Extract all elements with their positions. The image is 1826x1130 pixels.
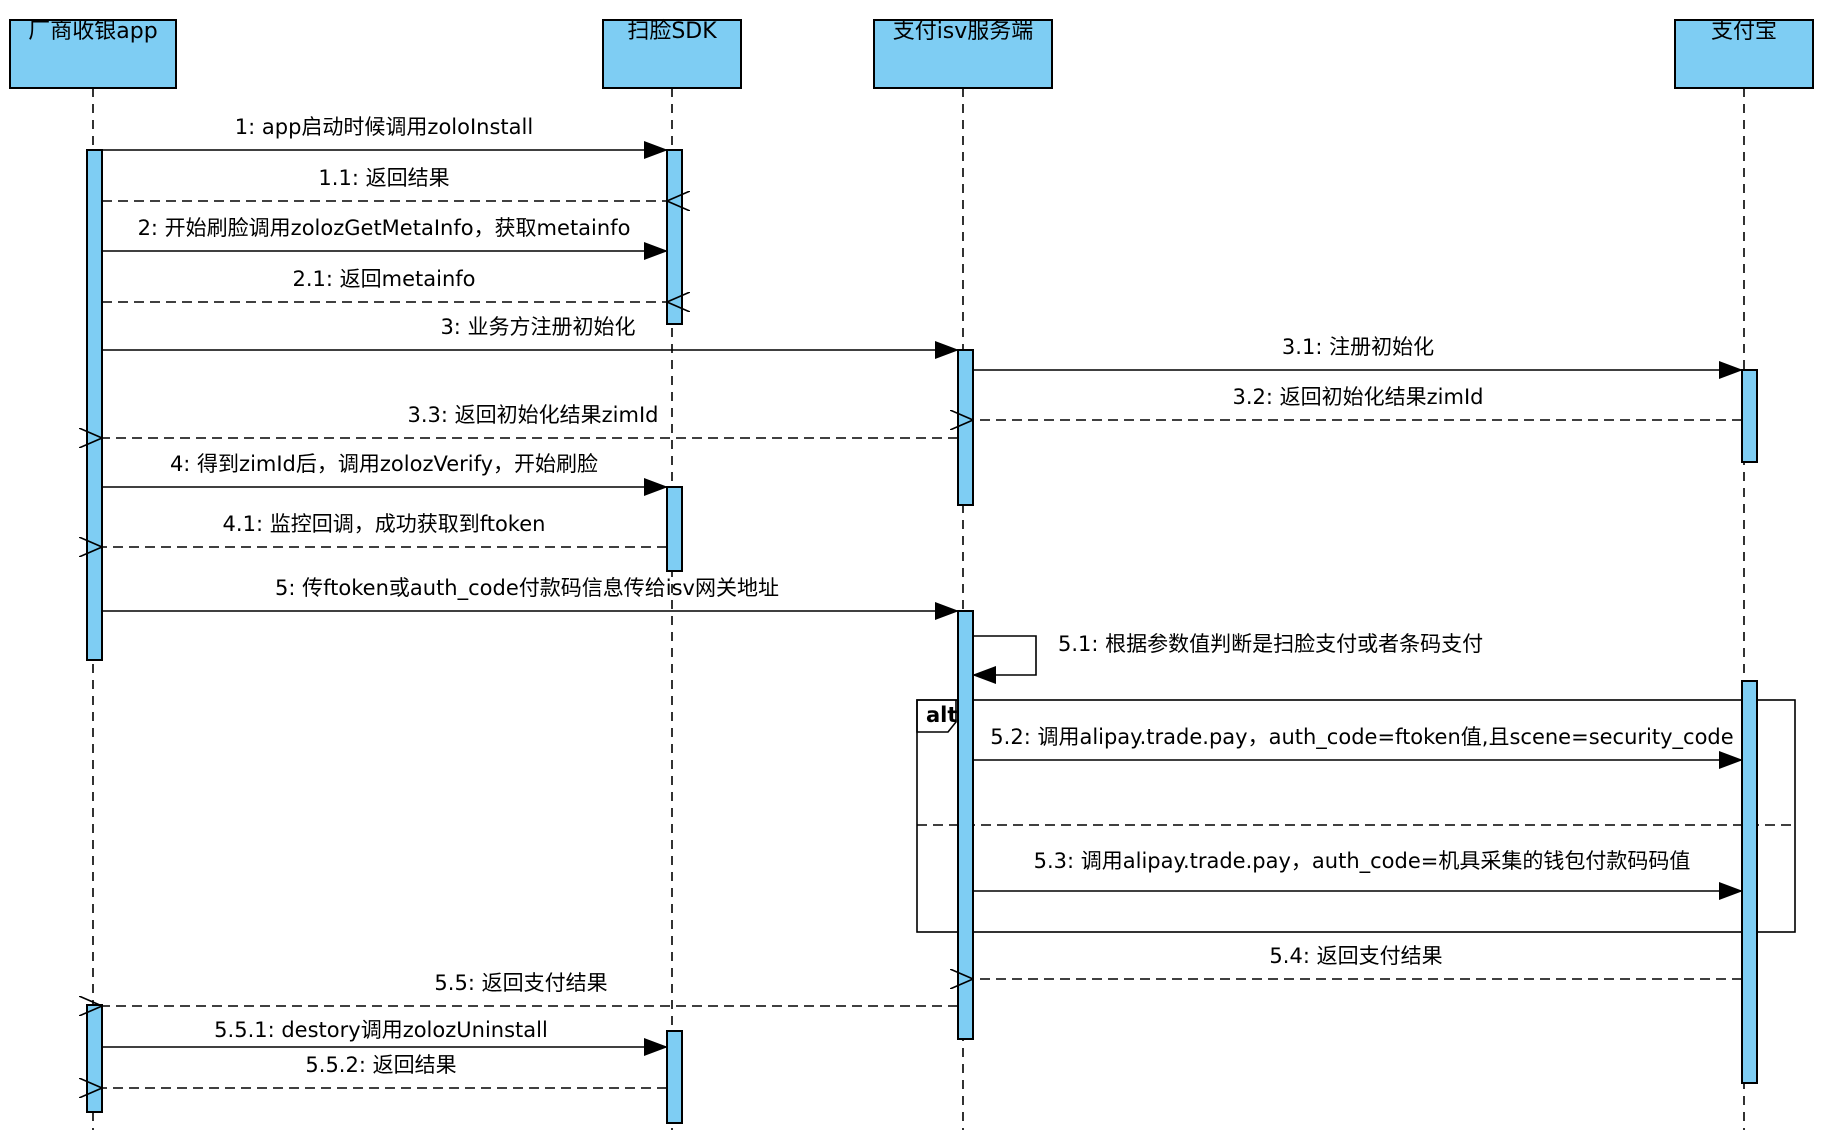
activation-app-2 <box>86 1004 103 1113</box>
activation-app-1 <box>86 149 103 661</box>
alt-fragment-tab <box>916 699 957 733</box>
message-label-5-2: 5.2: 调用alipay.trade.pay，auth_code=ftoken… <box>990 725 1733 750</box>
message-label-1-1: 1.1: 返回结果 <box>318 166 449 190</box>
activation-isv-2 <box>957 610 974 1040</box>
activation-sdk-1 <box>666 149 683 325</box>
participant-label-alipay: 支付宝 <box>1711 19 1777 44</box>
participant-box-app[interactable] <box>9 19 177 89</box>
message-label-5-5-1: 5.5.1: destory调用zolozUninstall <box>214 1018 548 1042</box>
participant-label-sdk: 扫脸SDK <box>627 19 717 44</box>
alt-fragment <box>916 699 1796 933</box>
alt-fragment-keyword: alt <box>926 703 957 727</box>
activation-alipay-2 <box>1741 680 1758 1084</box>
participant-box-alipay[interactable] <box>1674 19 1814 89</box>
message-label-3-2: 3.2: 返回初始化结果zimId <box>1233 385 1484 409</box>
message-label-3-3: 3.3: 返回初始化结果zimId <box>408 403 659 427</box>
message-label-2-1: 2.1: 返回metainfo <box>292 267 475 291</box>
message-label-3: 3: 业务方注册初始化 <box>440 315 635 339</box>
activation-sdk-3 <box>666 1030 683 1124</box>
message-label-4-1: 4.1: 监控回调，成功获取到ftoken <box>223 512 546 536</box>
message-label-3-1: 3.1: 注册初始化 <box>1282 335 1434 359</box>
activation-sdk-2 <box>666 486 683 572</box>
activation-alipay-1 <box>1741 369 1758 463</box>
participant-label-isv: 支付isv服务端 <box>893 19 1034 44</box>
message-arrow-5-1 <box>972 635 1037 684</box>
message-label-1: 1: app启动时候调用zoloInstall <box>235 115 533 139</box>
participant-label-app: 厂商收银app <box>28 19 157 44</box>
message-label-2: 2: 开始刷脸调用zolozGetMetaInfo，获取metainfo <box>138 216 631 240</box>
message-label-4: 4: 得到zimId后，调用zolozVerify，开始刷脸 <box>170 452 598 476</box>
participant-box-isv[interactable] <box>873 19 1053 89</box>
message-label-5-5-2: 5.5.2: 返回结果 <box>305 1053 456 1077</box>
activation-isv-1 <box>957 349 974 506</box>
message-label-5-1: 5.1: 根据参数值判断是扫脸支付或者条码支付 <box>1058 632 1483 656</box>
message-label-5-4: 5.4: 返回支付结果 <box>1269 944 1442 968</box>
message-label-5-3: 5.3: 调用alipay.trade.pay，auth_code=机具采集的钱… <box>1034 849 1691 874</box>
message-label-5-5: 5.5: 返回支付结果 <box>434 971 607 995</box>
message-label-5: 5: 传ftoken或auth_code付款码信息传给isv网关地址 <box>275 576 779 601</box>
participant-box-sdk[interactable] <box>602 19 742 89</box>
